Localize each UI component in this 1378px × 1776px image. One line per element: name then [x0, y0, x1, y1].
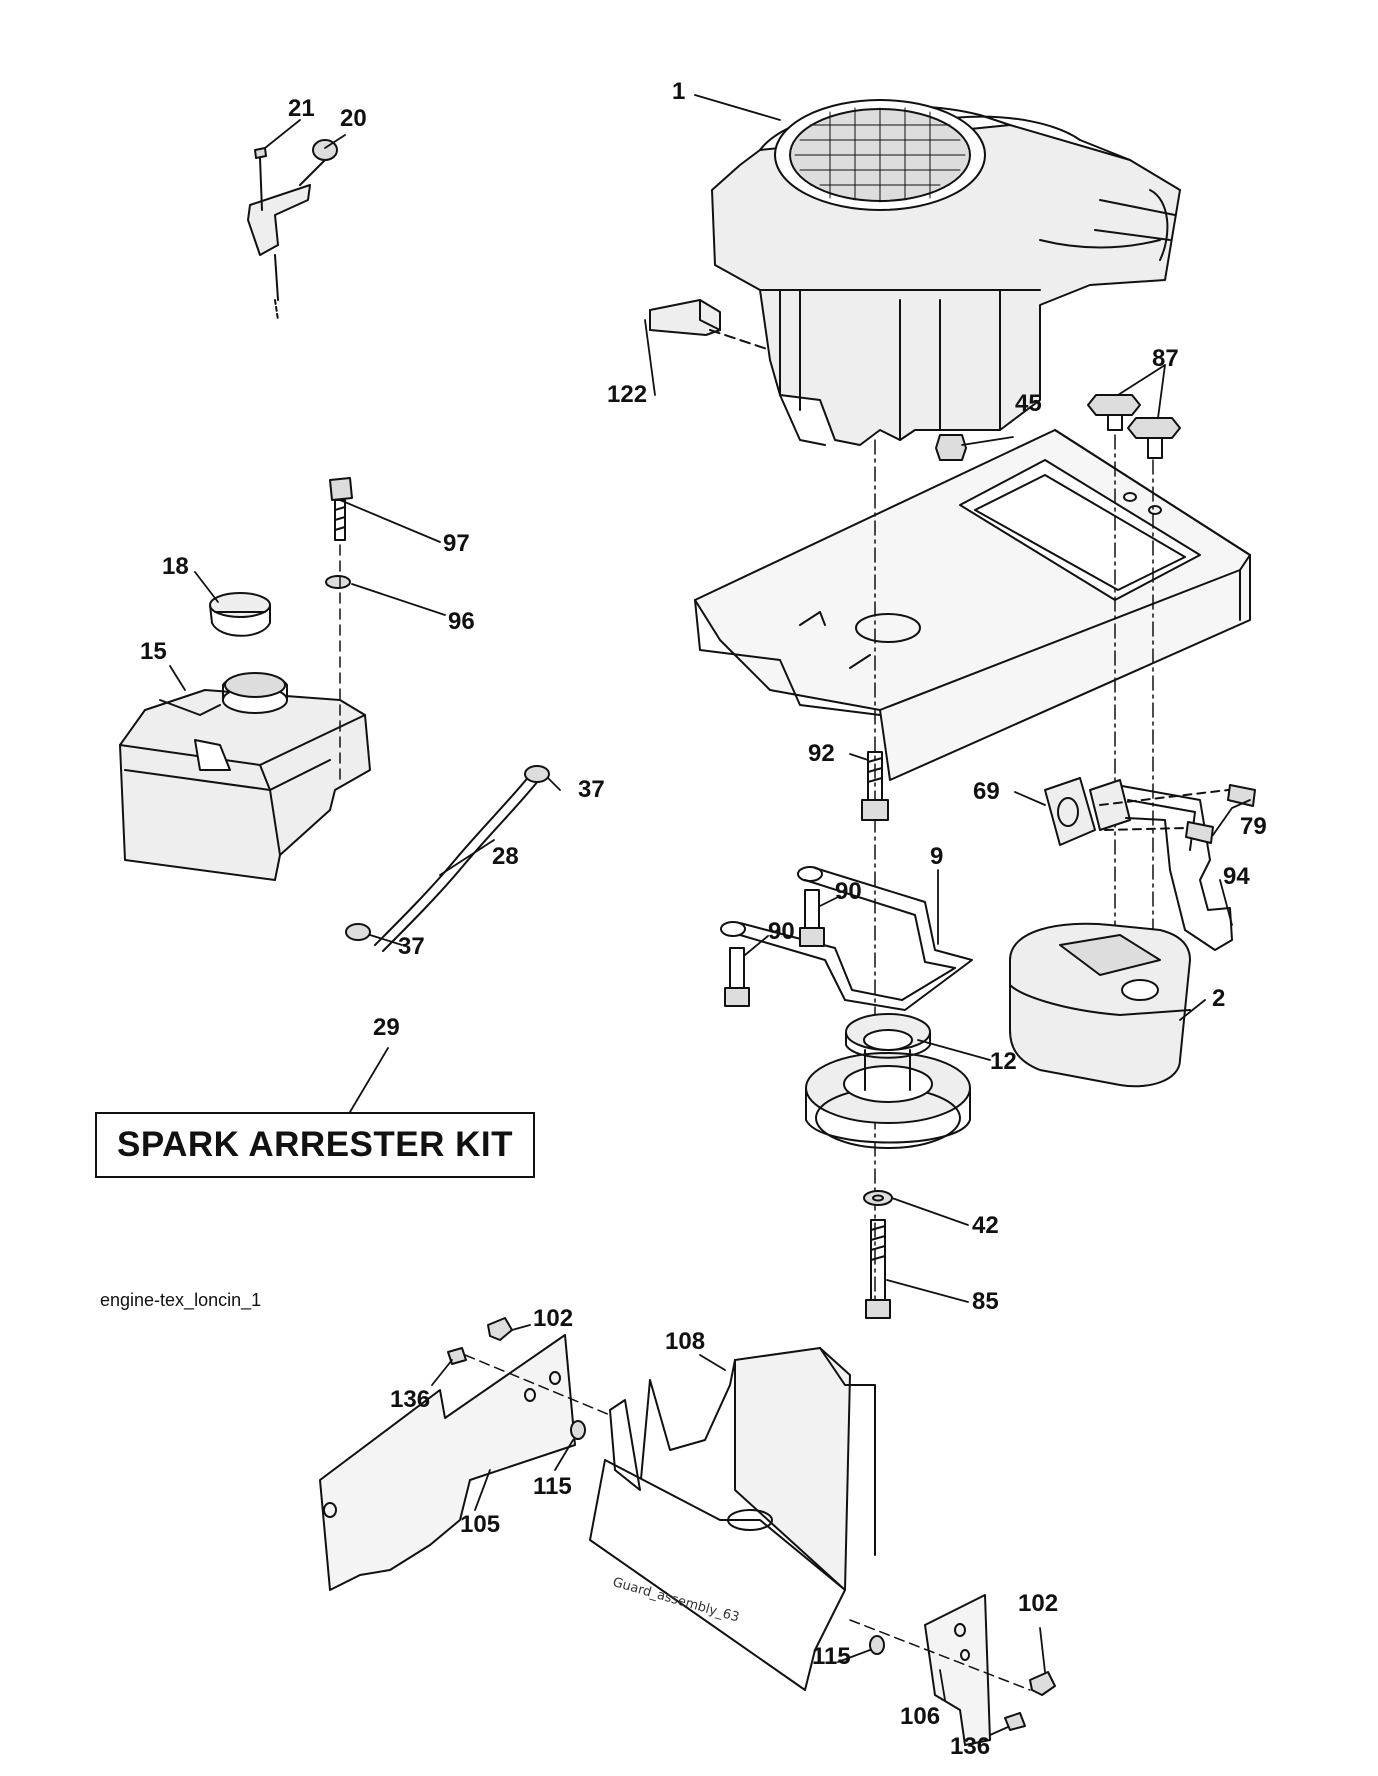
callout-96: 96 — [448, 608, 475, 635]
throttle-bracket-part — [247, 139, 338, 321]
bolt-part-a — [799, 889, 825, 947]
callout-42: 42 — [972, 1212, 999, 1239]
tank-screw-part — [329, 477, 353, 541]
callout-97: 97 — [443, 530, 470, 557]
callout-136-left: 136 — [390, 1386, 431, 1413]
engine-part — [711, 99, 1181, 446]
callout-102-right: 102 — [1018, 1590, 1059, 1617]
fuel-cap-part — [209, 592, 271, 637]
small-plate-part — [924, 1594, 991, 1746]
callout-136-right: 136 — [950, 1733, 991, 1760]
callout-1: 1 — [672, 78, 686, 105]
washer-small-part-b — [869, 1635, 885, 1655]
hose-clamp-part-a — [524, 765, 550, 783]
callout-90-lower: 90 — [768, 918, 795, 945]
callout-108: 108 — [665, 1328, 706, 1355]
spark-arrester-kit-label: SPARK ARRESTER KIT — [95, 1112, 535, 1178]
callout-15: 15 — [140, 638, 167, 665]
callout-79: 79 — [1240, 813, 1267, 840]
bolt-part-b — [724, 947, 750, 1007]
tank-washer-part — [325, 575, 351, 589]
flange-bolt-part — [1087, 394, 1181, 459]
bracket-part — [649, 299, 771, 351]
callout-28: 28 — [492, 843, 519, 870]
callout-87: 87 — [1152, 345, 1179, 372]
fuel-hose-part — [374, 774, 539, 952]
side-plate-part — [319, 1334, 576, 1591]
washer-part — [863, 1190, 893, 1206]
callout-115-left: 115 — [533, 1473, 572, 1500]
callout-106: 106 — [900, 1703, 941, 1730]
callout-37-top: 37 — [578, 776, 605, 803]
callout-20: 20 — [340, 105, 367, 132]
muffler-part — [1009, 922, 1191, 1088]
callout-12: 12 — [990, 1048, 1017, 1075]
callout-69: 69 — [973, 778, 1000, 805]
fuel-tank-part — [119, 672, 371, 881]
washer-small-part-a — [570, 1420, 586, 1440]
callout-21: 21 — [288, 95, 315, 122]
guard-mount-line-b — [849, 1619, 1031, 1691]
gasket-part — [1044, 777, 1096, 846]
frame-part — [694, 429, 1251, 781]
callout-90-upper: 90 — [835, 878, 862, 905]
callout-85: 85 — [972, 1288, 999, 1315]
guard-assembly-part — [589, 1347, 876, 1691]
callout-115-right: 115 — [812, 1643, 851, 1670]
long-bolt-part — [865, 1219, 891, 1319]
flange-bolt-small-part-b — [1029, 1671, 1056, 1696]
callout-45: 45 — [1015, 390, 1042, 417]
diagram-id-caption: engine-tex_loncin_1 — [100, 1290, 262, 1310]
callout-29: 29 — [373, 1014, 400, 1041]
screw-small-part-b — [1004, 1712, 1026, 1731]
flange-bolt-small-part-a — [487, 1317, 513, 1341]
callout-18: 18 — [162, 553, 189, 580]
pulley-part — [805, 1013, 971, 1149]
hose-clamp-part-b — [345, 923, 371, 941]
callout-92: 92 — [808, 740, 835, 767]
nut-part — [935, 434, 967, 461]
callout-2: 2 — [1212, 985, 1226, 1012]
leader-lines — [169, 94, 1251, 1736]
brace-part — [720, 866, 973, 1011]
callout-105: 105 — [460, 1511, 501, 1538]
callout-122: 122 — [607, 381, 648, 408]
callout-37-bottom: 37 — [398, 933, 425, 960]
callout-94: 94 — [1223, 863, 1250, 890]
bolt-part — [861, 751, 889, 821]
guard-mount-line-a — [464, 1354, 611, 1416]
callout-9: 9 — [930, 843, 944, 870]
callout-102-left: 102 — [533, 1305, 574, 1332]
